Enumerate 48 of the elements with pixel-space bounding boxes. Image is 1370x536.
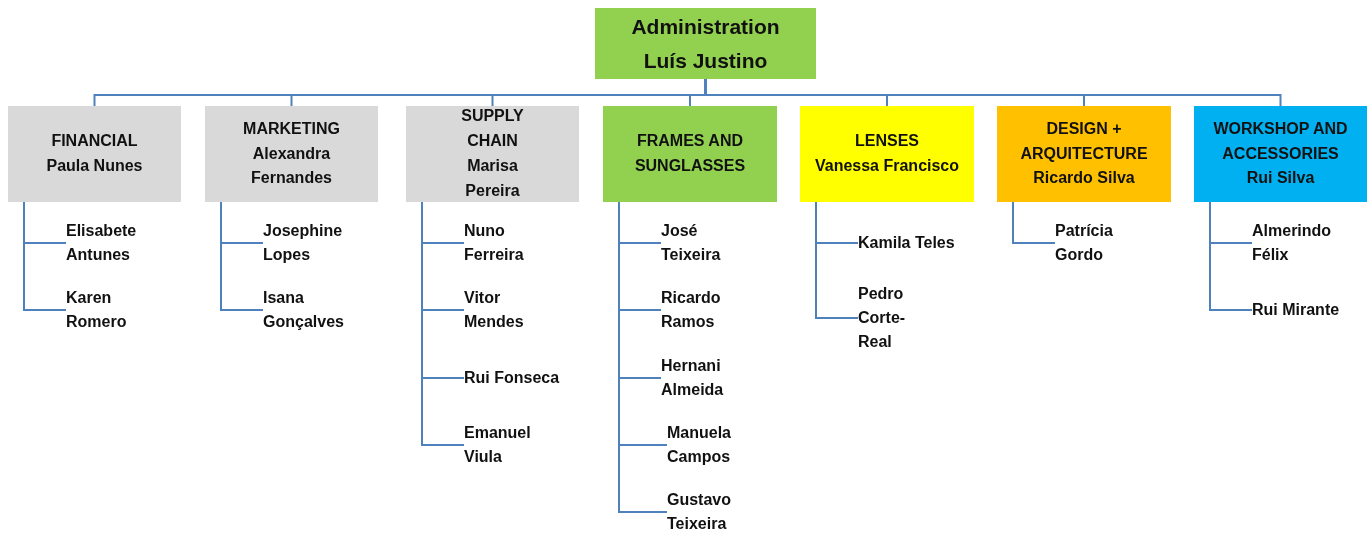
department-title: WORKSHOP AND ACCESSORIES <box>1212 118 1349 164</box>
department-box <box>406 106 579 202</box>
department-title: SUPPLY CHAIN <box>460 106 525 152</box>
department-box <box>800 106 974 202</box>
manager-name: Luís Justino <box>643 47 768 74</box>
connector-line <box>421 201 465 446</box>
person-name: Manuela Campos <box>667 423 732 467</box>
person-name: Kamila Teles <box>858 233 955 253</box>
person-name: José Teixeira <box>661 221 722 265</box>
person-name: Rui Mirante <box>1252 300 1340 320</box>
department-box <box>997 106 1171 202</box>
person-name: Vitor Mendes <box>464 288 525 332</box>
manager-name: Paula Nunes <box>46 156 143 176</box>
person-name: Ricardo Ramos <box>661 288 722 332</box>
head-box <box>595 8 816 79</box>
department-title: FINANCIAL <box>51 131 138 152</box>
person-name: Patrícia Gordo <box>1055 221 1114 265</box>
department-box <box>1194 106 1367 202</box>
person-name: Almerindo Félix <box>1252 221 1333 265</box>
department-title: DESIGN + ARQUITECTURE <box>1019 118 1149 164</box>
department-box <box>8 106 181 202</box>
person-name: Elisabete Antunes <box>66 221 138 265</box>
person-name: Isana Gonçalves <box>263 288 345 332</box>
manager-name: Vanessa Francisco <box>814 156 960 176</box>
manager-name: Rui Silva <box>1246 168 1315 189</box>
connector-line <box>220 201 264 311</box>
connector-line <box>618 201 668 513</box>
connector-line <box>1012 201 1056 244</box>
person-name: Emanuel Viula <box>464 423 532 467</box>
department-title: MARKETING <box>243 118 340 139</box>
person-name: Rui Fonseca <box>464 368 560 388</box>
department-box <box>205 106 378 202</box>
person-name: Josephine Lopes <box>263 221 344 265</box>
title-text: Administration <box>631 13 780 40</box>
person-name: Hernani Almeida <box>661 356 725 400</box>
person-name: Nuno Ferreira <box>464 221 525 265</box>
person-name: Karen Romero <box>66 288 128 332</box>
department-box <box>603 106 777 202</box>
connector-line <box>815 201 859 319</box>
person-name: Pedro Corte-Real <box>858 284 907 352</box>
connector-line <box>1209 201 1253 311</box>
connector-line <box>23 201 67 311</box>
department-title: LENSES <box>855 131 919 152</box>
department-title: FRAMES AND SUNGLASSES <box>633 131 747 176</box>
manager-name: Ricardo Silva <box>1033 168 1135 189</box>
manager-name: Marisa Pereira <box>464 156 521 201</box>
manager-name: Alexandra Fernandes <box>250 143 333 189</box>
person-name: Gustavo Teixeira <box>667 490 732 534</box>
